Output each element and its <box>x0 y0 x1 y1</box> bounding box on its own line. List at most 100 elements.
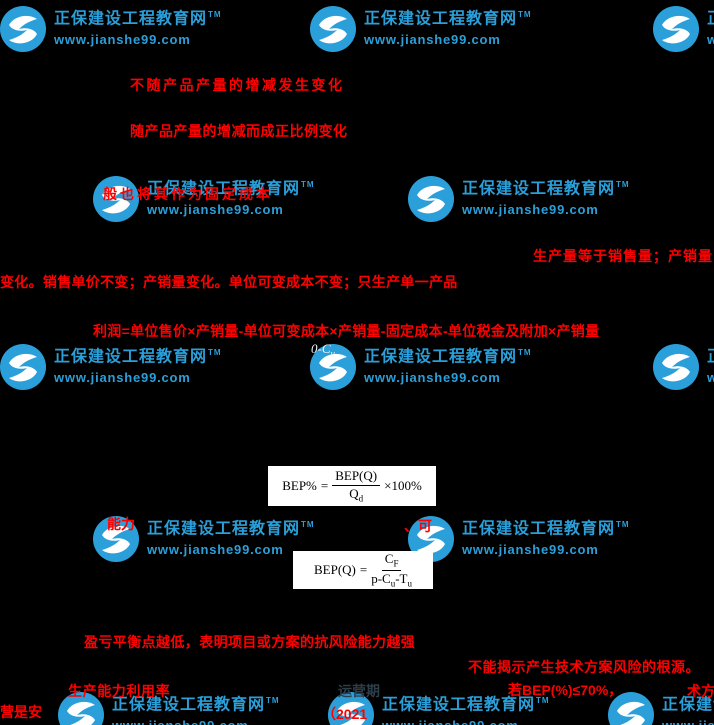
watermark-text: 正保建设工程教育网TM www.jianshe99.com <box>707 6 714 47</box>
brand-name: 正保建设工程教育网TM <box>462 180 630 198</box>
brand-name: 正保建设工程教育网TM <box>147 520 315 538</box>
tm-mark: TM <box>518 348 532 357</box>
tm-mark: TM <box>266 696 280 705</box>
brand-name: 正保建设工程教育网TM <box>54 10 222 28</box>
brand-url: www.jianshe99.com <box>707 31 714 47</box>
tm-mark: TM <box>536 696 550 705</box>
brand-url: www.jianshe99.com <box>147 201 284 217</box>
zhengbao-logo-icon <box>328 692 374 725</box>
formula-suffix: ×100% <box>384 478 422 493</box>
zhengbao-logo-icon <box>653 6 699 52</box>
site-watermark: 正保建设工程教育网TM www.jianshe99.com <box>310 6 532 52</box>
watermark-text: 正保建设工程教育网TM www.jianshe99.com <box>364 6 532 47</box>
site-watermark: 正保建设工程教育网TM www.jianshe99.com <box>93 516 315 562</box>
note-bep-limitation: 不能揭示产生技术方案风险的根源。 <box>468 659 700 675</box>
watermark-text: 正保建设工程教育网TM www.jianshe99.com <box>112 692 280 725</box>
formula-lhs: BEP(Q) <box>313 562 356 577</box>
site-watermark: 正保建设工程教育网TM www.jianshe99.com <box>58 692 280 725</box>
watermark-text: 正保建设工程教育网TM www.jianshe99.com <box>662 692 714 725</box>
zhengbao-logo-icon <box>0 6 46 52</box>
site-watermark: 正保建设工程教育网TM www.jianshe99.com <box>93 176 315 222</box>
zhengbao-logo-icon <box>408 516 454 562</box>
text-fragment-2021: （2021 <box>322 706 368 722</box>
brand-url: www.jianshe99.com <box>112 718 280 725</box>
watermark-text: 正保建设工程教育网TM www.jianshe99.com <box>54 344 222 385</box>
den-part1: p-C <box>371 570 391 586</box>
text-fragment-yingshian: 营是安 <box>0 704 42 720</box>
text-fragment-shufang: 术方 <box>687 683 714 699</box>
brand-name: 正保建设工程教育网TM <box>364 10 532 28</box>
den-sub: d <box>358 493 364 504</box>
fraction-numerator: CF <box>381 550 402 571</box>
note-variable-cost-definition: 随产品产量的增减而成正比例变化 <box>130 123 348 139</box>
equals-sign: = <box>320 478 329 493</box>
note-profit-formula: 利润=单位售价×产销量-单位可变成本×产销量-固定成本-单位税金及附加×产销量 <box>93 323 600 339</box>
note-bep-interpretation: 盈亏平衡点越低，表明项目或方案的抗风险能力越强 <box>84 634 416 650</box>
site-watermark: 正保建设工程教育网TM www.jianshe99.com <box>653 344 714 390</box>
brand-name: 正保建设工程教育网TM <box>707 10 714 29</box>
watermark-text: 正保建设工程教育网TM www.jianshe99.com <box>382 692 550 725</box>
note-fixed-cost-definition: 不随产品产量的增减发生变化 <box>130 77 345 93</box>
site-watermark: 正保建设工程教育网TM www.jianshe99.com <box>0 6 222 52</box>
num-sub: F <box>393 558 399 569</box>
den-part2: -T <box>395 570 408 586</box>
brand-url: www.jianshe99.com <box>382 718 550 725</box>
equals-sign: = <box>359 562 368 577</box>
note-capacity-utilization: 生产能力利用率 <box>68 683 171 699</box>
formula-lhs: BEP% <box>282 478 317 493</box>
text-fragment-yunyingqi: 运营期 <box>338 683 380 699</box>
zhengbao-logo-icon <box>93 516 139 562</box>
brand-name: 正保建设工程教育网TM <box>364 348 532 366</box>
tm-mark: TM <box>301 180 315 189</box>
watermark-text: 正保建设工程教育网TM www.jianshe99.com <box>462 176 630 217</box>
brand-name: 正保建设工程教育网TM <box>662 696 714 714</box>
brand-url: www.jianshe99.com <box>462 201 599 217</box>
brand-name: 正保建设工程教育网TM <box>707 348 714 367</box>
fraction-denominator: Qd <box>349 486 363 504</box>
brand-url: www.jianshe99.com <box>364 369 501 385</box>
formula-fragment-sub: u <box>330 348 336 359</box>
tm-mark: TM <box>208 348 222 357</box>
tm-mark: TM <box>616 180 630 189</box>
watermark-text: 正保建设工程教育网TM www.jianshe99.com <box>147 176 315 217</box>
note-treated-as-fixed-cost: 般也将其作为固定成本 <box>103 186 273 202</box>
formula-fragment-zero-cu: 0-Cu <box>311 341 335 359</box>
watermark-text: 正保建设工程教育网TM www.jianshe99.com <box>364 344 532 385</box>
watermark-text: 正保建设工程教育网TM www.jianshe99.com <box>147 516 315 557</box>
zhengbao-logo-icon <box>310 344 356 390</box>
brand-url: www.jianshe99.com <box>147 541 284 557</box>
den-sub2: u <box>407 578 413 589</box>
fraction-numerator: BEP(Q) <box>332 468 381 486</box>
brand-name: 正保建设工程教育网TM <box>112 696 280 714</box>
brand-url: www.jianshe99.com <box>462 541 599 557</box>
text-fragment-ke: 、可 <box>404 518 432 534</box>
num-base: C <box>384 550 394 566</box>
site-watermark: 正保建设工程教育网TM www.jianshe99.com <box>608 692 714 725</box>
zhengbao-logo-icon <box>93 176 139 222</box>
zhengbao-logo-icon <box>608 692 654 725</box>
zhengbao-logo-icon <box>408 176 454 222</box>
text-fragment-nengli: 能力 <box>107 516 135 532</box>
brand-name: 正保建设工程教育网TM <box>382 696 550 714</box>
brand-url: www.jianshe99.com <box>54 31 191 47</box>
watermark-text: 正保建设工程教育网TM www.jianshe99.com <box>462 516 630 557</box>
note-bep-assumptions-line1: 生产量等于销售量；产销量 <box>533 248 713 264</box>
tm-mark: TM <box>616 520 630 529</box>
brand-url: www.jianshe99.com <box>662 718 714 725</box>
site-watermark: 正保建设工程教育网TM www.jianshe99.com <box>328 692 550 725</box>
tm-mark: TM <box>301 520 315 529</box>
note-bep-criterion: 若BEP(%)≤70%， <box>508 682 623 698</box>
brand-name: 正保建设工程教育网TM <box>147 180 315 198</box>
watermark-text: 正保建设工程教育网TM www.jianshe99.com <box>54 6 222 47</box>
brand-name: 正保建设工程教育网TM <box>54 348 222 366</box>
site-watermark: 正保建设工程教育网TM www.jianshe99.com <box>310 344 532 390</box>
site-watermark: 正保建设工程教育网TM www.jianshe99.com <box>653 6 714 52</box>
brand-url: www.jianshe99.com <box>707 369 714 385</box>
watermark-text: 正保建设工程教育网TM www.jianshe99.com <box>707 344 714 385</box>
zhengbao-logo-icon <box>310 6 356 52</box>
fraction-denominator: p-Cu-Tu <box>371 571 412 589</box>
bep-percent-formula: BEP% = BEP(Q) Qd ×100% <box>268 466 436 506</box>
site-watermark: 正保建设工程教育网TM www.jianshe99.com <box>408 516 630 562</box>
zhengbao-logo-icon <box>653 344 699 390</box>
